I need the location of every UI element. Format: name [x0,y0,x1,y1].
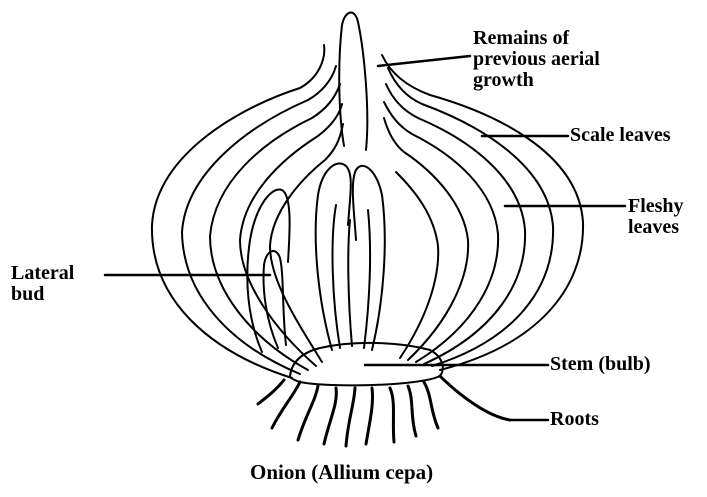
label-remains-line-1: Remains of [473,28,600,49]
label-remains: Remains of previous aerial growth [473,28,600,91]
label-lateral-bud: Lateral bud [11,263,74,305]
label-roots: Roots [550,409,599,430]
label-lateral-line-2: bud [11,284,74,305]
inner-fleshy-leaves [316,164,385,350]
label-fleshy-line-1: Fleshy [628,196,684,217]
label-remains-line-2: previous aerial [473,49,600,70]
scale-leaves-right [384,68,553,366]
label-lateral-line-1: Lateral [11,263,74,284]
central-shoot [339,13,367,150]
label-stem: Stem (bulb) [550,354,651,375]
figure-caption: Onion (Allium cepa) [250,460,433,485]
label-scale-leaves: Scale leaves [570,125,671,146]
roots [258,376,510,446]
lateral-bud-outer [247,189,289,352]
label-fleshy-line-2: leaves [628,217,684,238]
label-remains-line-3: growth [473,70,600,91]
label-fleshy-leaves: Fleshy leaves [628,196,684,238]
leader-remains [378,56,470,66]
scale-leaves-left [182,66,343,374]
bulb-outline-right [382,55,583,370]
bulb-outline [152,45,324,378]
